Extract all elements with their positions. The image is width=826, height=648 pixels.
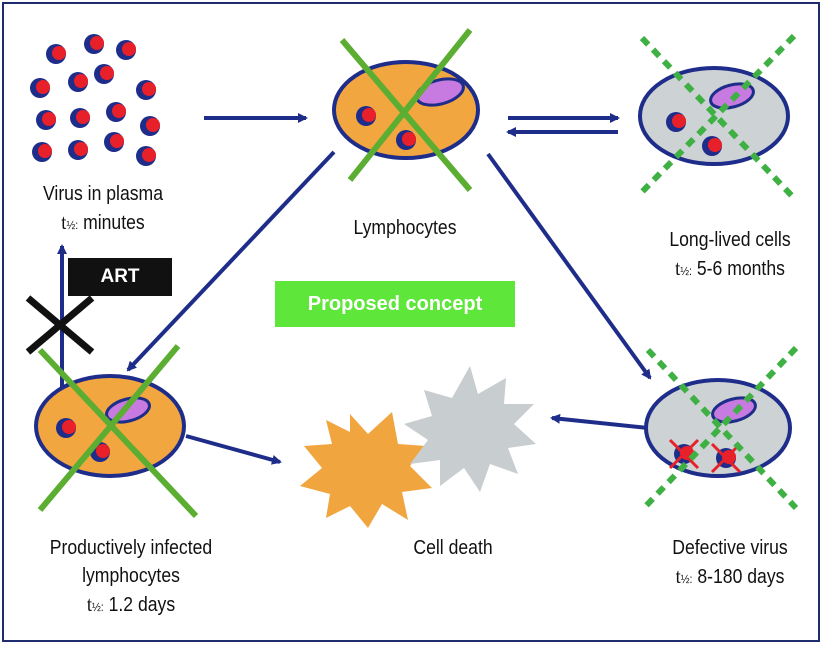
lymphocyte-cell <box>332 28 480 192</box>
virus-in-plasma-half-life: t½: minutes <box>61 210 145 234</box>
proposed-concept-box: Proposed concept <box>275 281 515 327</box>
defect-x-icon <box>668 438 742 474</box>
art-block-x-icon <box>25 295 95 355</box>
long-lived-cells-title: Long-lived cells <box>669 229 791 251</box>
virus-particle <box>36 110 56 130</box>
virus-particle-cluster <box>30 34 160 166</box>
long-lived-cell <box>637 33 797 199</box>
virus-in-plasma-title: Virus in plasma <box>42 183 163 205</box>
productive-cells-title-2: lymphocytes <box>82 565 180 587</box>
long-lived-cells-label: Long-lived cells t½: 5-6 months <box>651 226 809 285</box>
cell-death-burst-gray <box>404 366 536 492</box>
virus-particle <box>116 40 136 60</box>
virus-particle <box>84 34 104 54</box>
virus-in-plasma-label: Virus in plasma t½: minutes <box>25 180 182 239</box>
defective-virus-half-life: t½: 8-180 days <box>675 564 785 588</box>
virus-particle <box>140 116 160 136</box>
virus-particle <box>32 142 52 162</box>
virus-particle <box>104 132 124 152</box>
dotted-cross-mark <box>645 347 799 511</box>
defective-virus-title: Defective virus <box>672 537 788 559</box>
virus-particle <box>136 80 156 100</box>
productive-cell <box>34 344 199 519</box>
productive-cells-label: Productively infected lymphocytes t½: 1.… <box>33 534 228 621</box>
virus-particle <box>30 78 50 98</box>
virus-particle <box>106 102 126 122</box>
virus-particle <box>70 108 90 128</box>
productive-cells-half-life: t½: 1.2 days <box>86 592 176 616</box>
long-lived-cells-half-life: t½: 5-6 months <box>675 256 785 280</box>
arrow-lymphocytes-to-defective <box>486 152 652 380</box>
defective-cell <box>641 345 799 511</box>
lymphocytes-label: Lymphocytes <box>353 217 457 239</box>
cell-death-label: Cell death <box>413 537 493 559</box>
defective-virus-label: Defective virus t½: 8-180 days <box>651 534 809 593</box>
arrow-defective-to-death <box>550 413 649 430</box>
virus-particle <box>68 72 88 92</box>
virus-particle <box>46 44 66 64</box>
productive-cells-title-1: Productively infected <box>49 537 213 559</box>
virus-particle <box>136 146 156 166</box>
arrow-productive-to-death <box>185 434 282 465</box>
virus-particle <box>68 140 88 160</box>
green-cross-mark <box>339 38 473 192</box>
green-cross-mark <box>37 347 199 519</box>
dotted-cross-mark <box>639 35 795 199</box>
art-label-box: ART <box>68 258 172 296</box>
cell-death-burst-orange <box>300 412 432 528</box>
arrow-lymphocytes-to-productive <box>126 150 336 372</box>
virus-particle <box>94 64 114 84</box>
